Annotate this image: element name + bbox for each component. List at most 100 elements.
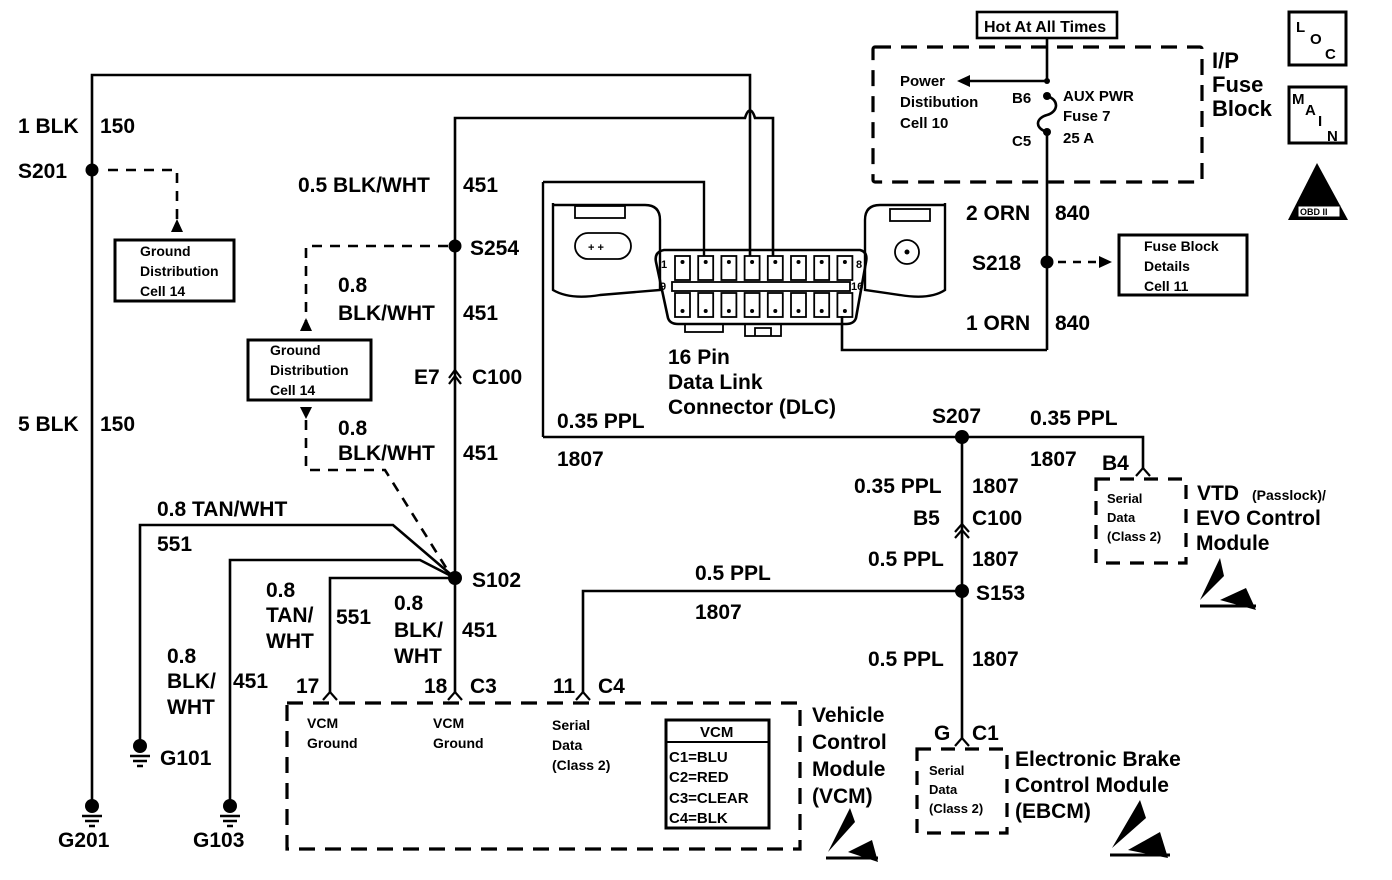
- svg-text:451: 451: [233, 670, 268, 693]
- esd-sensitive-icon-vcm: [826, 808, 878, 862]
- svg-text:S102: S102: [472, 569, 521, 592]
- svg-text:8: 8: [856, 259, 862, 271]
- dlc-pin-contact: [750, 309, 755, 313]
- svg-text:0.35 PPL: 0.35 PPL: [1030, 407, 1118, 430]
- svg-text:Data Link: Data Link: [668, 371, 763, 394]
- svg-text:0.5 BLK/WHT: 0.5 BLK/WHT: [298, 174, 430, 197]
- svg-text:9: 9: [660, 281, 666, 293]
- svg-text:Ground: Ground: [140, 243, 191, 259]
- svg-text:Data: Data: [552, 737, 583, 753]
- svg-text:25 A: 25 A: [1063, 130, 1094, 147]
- svg-text:5 BLK: 5 BLK: [18, 413, 79, 436]
- svg-text:2 ORN: 2 ORN: [966, 202, 1030, 225]
- svg-text:1: 1: [661, 259, 667, 271]
- dlc-pin-6: [790, 255, 807, 281]
- svg-text:B6: B6: [1012, 90, 1031, 107]
- ip-fuse-block: I/P Fuse Block Power Distibution Cell 10…: [871, 45, 1273, 184]
- svg-text:BLK/WHT: BLK/WHT: [338, 442, 435, 465]
- svg-text:(VCM): (VCM): [812, 785, 873, 808]
- svg-text:(Class 2): (Class 2): [1107, 529, 1161, 544]
- dlc-pins: [674, 255, 854, 318]
- esd-sensitive-icon-ebcm: [1110, 800, 1170, 858]
- svg-text:Fuse: Fuse: [1212, 72, 1263, 97]
- ground-distribution-ref-1[interactable]: Ground Distribution Cell 14: [113, 238, 236, 303]
- svg-text:L: L: [1296, 19, 1305, 36]
- svg-text:VCM: VCM: [700, 724, 733, 741]
- splice-s254[interactable]: [448, 239, 462, 253]
- dlc-pin-12: [743, 292, 761, 318]
- svg-text:BLK/: BLK/: [394, 619, 443, 642]
- svg-text:840: 840: [1055, 312, 1090, 335]
- svg-text:BLK/WHT: BLK/WHT: [338, 302, 435, 325]
- svg-text:451: 451: [462, 619, 497, 642]
- svg-text:Cell 14: Cell 14: [270, 382, 315, 398]
- hot-at-all-times-label: Hot At All Times: [975, 10, 1119, 40]
- svg-text:Cell 10: Cell 10: [900, 115, 948, 132]
- svg-text:Electronic Brake: Electronic Brake: [1015, 748, 1181, 771]
- svg-text:16: 16: [851, 281, 863, 293]
- svg-text:Control Module: Control Module: [1015, 774, 1169, 797]
- svg-text:G103: G103: [193, 829, 244, 852]
- svg-text:C100: C100: [472, 366, 522, 389]
- svg-text:0.35 PPL: 0.35 PPL: [557, 410, 645, 433]
- obd-ii-icon[interactable]: OBD II: [1288, 163, 1348, 220]
- dlc-pin-contact: [796, 309, 801, 313]
- vcm-module: Vehicle Control Module (VCM) VCM Ground …: [285, 701, 887, 851]
- svg-text:0.5 PPL: 0.5 PPL: [868, 548, 944, 571]
- svg-text:Module: Module: [1196, 532, 1270, 555]
- dlc-pin-contact: [819, 260, 824, 264]
- splice-s201[interactable]: [85, 163, 99, 177]
- svg-text:Serial: Serial: [1107, 491, 1142, 506]
- dlc-pin-contact: [726, 309, 731, 313]
- svg-text:(Passlock)/: (Passlock)/: [1252, 487, 1326, 503]
- fuse-block-details-ref[interactable]: Fuse Block Details Cell 11: [1117, 233, 1249, 297]
- dlc-pin-4: [743, 255, 761, 281]
- svg-text:1807: 1807: [695, 601, 742, 624]
- svg-text:Module: Module: [812, 758, 886, 781]
- svg-text:1807: 1807: [972, 548, 1019, 571]
- svg-text:TAN/: TAN/: [266, 604, 314, 627]
- svg-text:551: 551: [336, 606, 371, 629]
- wire-150: [90, 73, 752, 805]
- svg-text:1 BLK: 1 BLK: [18, 115, 79, 138]
- dlc-pin-contact: [773, 309, 778, 313]
- dlc-pin-contact: [819, 309, 824, 313]
- svg-text:B5: B5: [913, 507, 940, 530]
- svg-text:0.5 PPL: 0.5 PPL: [868, 648, 944, 671]
- svg-text:0.8: 0.8: [167, 645, 197, 668]
- dlc-connector[interactable]: + + 1 8 9 16: [541, 180, 947, 437]
- svg-text:O: O: [1310, 31, 1322, 48]
- svg-text:Serial: Serial: [552, 717, 590, 733]
- svg-text:S218: S218: [972, 252, 1021, 275]
- dlc-pin-3: [720, 255, 738, 281]
- svg-text:S201: S201: [18, 160, 67, 183]
- svg-text:150: 150: [100, 115, 135, 138]
- loc-icon[interactable]: L O C: [1287, 10, 1348, 67]
- svg-text:0.5 PPL: 0.5 PPL: [695, 562, 771, 585]
- svg-text:Distribution: Distribution: [140, 263, 219, 279]
- svg-text:Ground: Ground: [270, 342, 321, 358]
- ground-distribution-ref-2[interactable]: Ground Distribution Cell 14: [246, 338, 373, 402]
- svg-text:Data: Data: [1107, 510, 1136, 525]
- svg-text:Distribution: Distribution: [270, 362, 349, 378]
- svg-text:Connector (DLC): Connector (DLC): [668, 396, 836, 419]
- svg-text:VCM: VCM: [307, 715, 338, 731]
- dlc-pin-contact: [842, 260, 847, 264]
- dlc-pin-14: [790, 292, 807, 318]
- main-icon[interactable]: M A I N: [1287, 85, 1348, 145]
- svg-text:451: 451: [463, 442, 498, 465]
- svg-text:I/P: I/P: [1212, 48, 1239, 73]
- svg-text:Fuse Block: Fuse Block: [1144, 238, 1219, 254]
- svg-text:Vehicle: Vehicle: [812, 704, 884, 727]
- vtd-evo-module: Serial Data (Class 2) VTD (Passlock)/ EV…: [1094, 477, 1326, 565]
- svg-text:N: N: [1327, 128, 1338, 145]
- vcm-connector-legend: VCM C1=BLU C2=RED C3=CLEAR C4=BLK: [664, 718, 771, 830]
- svg-text:I: I: [1318, 113, 1322, 130]
- svg-text:WHT: WHT: [394, 645, 442, 668]
- connector-c100-e7: E7 C100: [414, 366, 522, 389]
- svg-text:Cell 14: Cell 14: [140, 283, 185, 299]
- svg-text:G: G: [934, 722, 950, 745]
- svg-text:C1: C1: [972, 722, 999, 745]
- svg-text:EVO Control: EVO Control: [1196, 507, 1321, 530]
- splice-s218[interactable]: [1040, 255, 1054, 269]
